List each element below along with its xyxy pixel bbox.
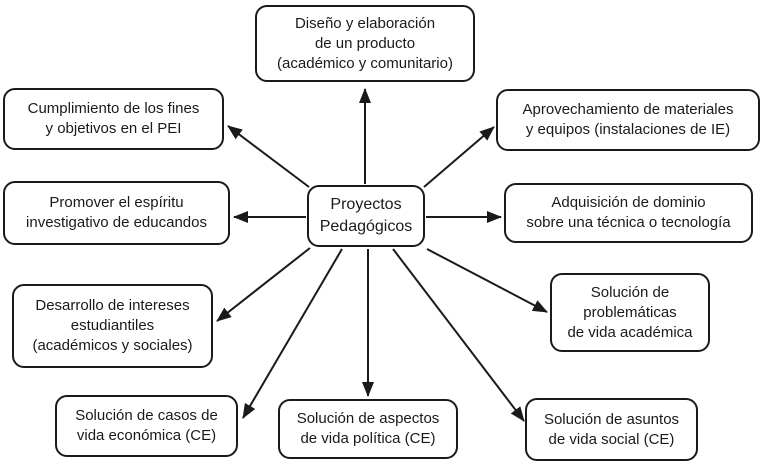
node-label: Promover el espíritu investigativo de ed… — [26, 194, 207, 231]
arrow-to-desarrollo-intereses — [216, 247, 311, 322]
arrow-to-solucion-problematicas — [426, 248, 548, 313]
node-cumplimiento-pei: Cumplimiento de los fines y objetivos en… — [3, 88, 224, 150]
node-label: Aprovechamiento de materiales y equipos … — [522, 101, 734, 138]
node-label: Solución de casos de vida económica (CE) — [75, 407, 218, 444]
node-label: Solución de problemáticas de vida académ… — [567, 283, 693, 341]
arrow-to-aprovechamiento-equipos — [423, 126, 495, 188]
node-adquisicion-dominio: Adquisición de dominio sobre una técnica… — [504, 183, 753, 243]
node-label: Cumplimiento de los fines y objetivos en… — [27, 100, 200, 137]
arrow-to-solucion-casos — [242, 248, 343, 419]
node-aprovechamiento-equipos: Aprovechamiento de materiales y equipos … — [496, 89, 760, 151]
arrow-to-cumplimiento-pei — [227, 125, 310, 188]
node-label: Adquisición de dominio sobre una técnica… — [526, 194, 731, 231]
node-solucion-casos: Solución de casos de vida económica (CE) — [55, 395, 238, 457]
arrow-to-solucion-asuntos — [392, 248, 525, 422]
node-espiritu-investigativo: Promover el espíritu investigativo de ed… — [3, 181, 230, 245]
node-desarrollo-intereses: Desarrollo de intereses estudiantiles (a… — [12, 284, 213, 368]
node-label: Desarrollo de intereses estudiantiles (a… — [32, 297, 193, 354]
node-solucion-asuntos: Solución de asuntos de vida social (CE) — [525, 398, 698, 461]
node-solucion-aspectos: Solución de aspectos de vida política (C… — [278, 399, 458, 459]
node-solucion-problematicas: Solución de problemáticas de vida académ… — [550, 273, 710, 352]
node-label: Diseño y elaboración de un producto (aca… — [277, 14, 453, 72]
node-label: Proyectos Pedagógicos — [319, 196, 413, 235]
node-proyectos-pedagogicos: Proyectos Pedagógicos — [307, 185, 425, 247]
node-diseno-producto: Diseño y elaboración de un producto (aca… — [255, 5, 475, 82]
node-label: Solución de asuntos de vida social (CE) — [543, 410, 680, 448]
node-label: Solución de aspectos de vida política (C… — [296, 410, 440, 447]
